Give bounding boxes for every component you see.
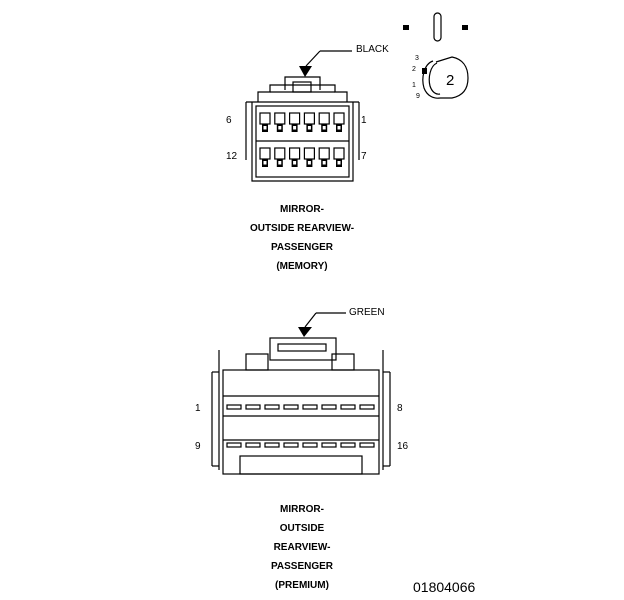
pin-label-bottom-right: 7 <box>361 151 367 162</box>
pin-label-top-right: 1 <box>361 115 367 126</box>
cavity <box>289 112 301 132</box>
inset-key-icon <box>403 12 469 99</box>
cavity <box>245 404 261 410</box>
caption-line: OUTSIDE REARVIEW- <box>249 223 355 234</box>
cavity <box>259 112 271 132</box>
cavity <box>359 442 375 448</box>
inset-label: 1 <box>412 82 416 89</box>
cavity <box>264 404 280 410</box>
cavity <box>340 404 356 410</box>
cavity <box>274 112 286 132</box>
cavity <box>333 147 345 167</box>
cavity <box>303 147 315 167</box>
inset-label: 9 <box>416 93 420 100</box>
connector-top-caption: MIRROR- OUTSIDE REARVIEW- PASSENGER (MEM… <box>212 200 392 276</box>
caption-line: REARVIEW- <box>273 542 331 553</box>
connector-bottom-cavities <box>226 404 375 448</box>
cavity <box>264 442 280 448</box>
document-number: 01804066 <box>413 579 476 595</box>
caption-line: PASSENGER <box>270 561 334 572</box>
pin-label-bottom-left: 12 <box>226 151 238 162</box>
cavity <box>321 404 337 410</box>
pin-label-bottom-left: 9 <box>195 441 201 452</box>
caption-line: PASSENGER <box>270 242 334 253</box>
pin-label-top-right: 8 <box>397 403 403 414</box>
cavity <box>245 442 261 448</box>
pin-label-top-left: 6 <box>226 115 232 126</box>
cavity <box>318 147 330 167</box>
pin-label-top-left: 1 <box>195 403 201 414</box>
cavity <box>289 147 301 167</box>
cavity <box>302 404 318 410</box>
cavity <box>303 112 315 132</box>
cavity <box>274 147 286 167</box>
cavity <box>302 442 318 448</box>
cavity <box>340 442 356 448</box>
connector-bottom-caption: MIRROR- OUTSIDE REARVIEW- PASSENGER (PRE… <box>212 500 392 595</box>
pin-label-bottom-right: 16 <box>397 441 409 452</box>
connector-top-body <box>245 50 360 182</box>
connector-bottom-body <box>211 312 391 475</box>
connector-top-cavities <box>259 112 345 167</box>
inset-number: 2 <box>446 72 455 89</box>
connector-bottom-color-label: GREEN <box>349 307 385 318</box>
caption-line: (PREMIUM) <box>275 580 329 591</box>
connector-top-color-label: BLACK <box>356 44 389 55</box>
caption-line: MIRROR- <box>280 204 324 215</box>
cavity <box>226 404 242 410</box>
cavity <box>333 112 345 132</box>
cavity <box>318 112 330 132</box>
caption-line: OUTSIDE <box>279 523 325 534</box>
caption-line: (MEMORY) <box>276 261 328 272</box>
cavity <box>226 442 242 448</box>
cavity <box>259 147 271 167</box>
caption-line: MIRROR- <box>280 504 324 515</box>
inset-label: 2 <box>412 66 416 73</box>
cavity <box>321 442 337 448</box>
cavity <box>359 404 375 410</box>
cavity <box>283 404 299 410</box>
inset-label: 3 <box>415 55 419 62</box>
cavity <box>283 442 299 448</box>
